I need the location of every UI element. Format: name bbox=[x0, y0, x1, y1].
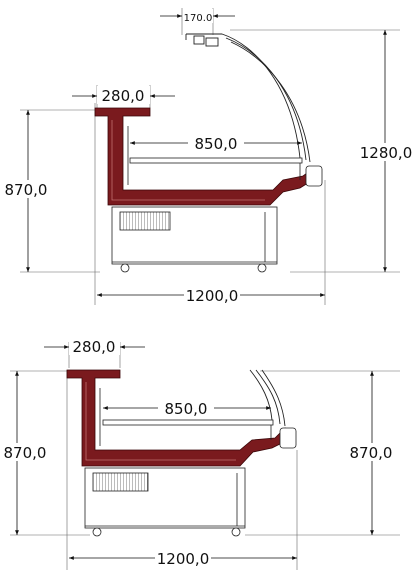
bottom-shelf-depth-label: 280,0 bbox=[73, 338, 116, 356]
top-total-width-label: 1200,0 bbox=[186, 287, 239, 305]
bottom-display-depth-label: 850,0 bbox=[165, 400, 208, 418]
bottom-body-profile bbox=[66, 369, 297, 467]
bottom-display-case: 280,0 850,0 870,0 870,0 1200,0 bbox=[0, 337, 400, 570]
top-curved-glass bbox=[185, 33, 311, 163]
bottom-counter-height-right-label: 870,0 bbox=[350, 444, 393, 462]
top-shelf-depth-label: 280,0 bbox=[102, 87, 145, 105]
bottom-base-cabinet bbox=[84, 467, 246, 537]
top-display-depth-label: 850,0 bbox=[195, 135, 238, 153]
top-display-case: 280,0 170.0 850,0 870,0 1280,0 1200,0 bbox=[2, 8, 412, 305]
bottom-curved-glass bbox=[249, 369, 286, 427]
top-display-shelf bbox=[129, 157, 303, 180]
top-counter-height-label: 870,0 bbox=[5, 181, 48, 199]
top-total-height-label: 1280,0 bbox=[360, 144, 413, 162]
top-body-profile bbox=[94, 107, 323, 206]
top-glass-offset-label: 170.0 bbox=[184, 13, 213, 24]
top-base-cabinet bbox=[111, 206, 278, 273]
bottom-display-shelf bbox=[102, 419, 274, 440]
bottom-total-width-label: 1200,0 bbox=[157, 550, 210, 568]
bottom-counter-height-left-label: 870,0 bbox=[4, 444, 47, 462]
